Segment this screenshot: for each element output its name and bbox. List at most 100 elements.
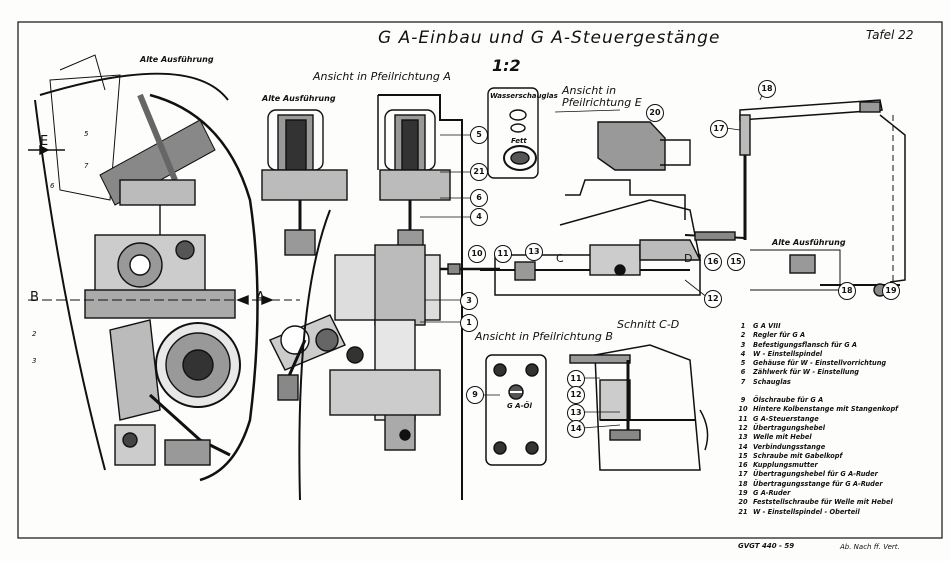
legend-number: 21 [738, 507, 748, 516]
legend-row: 15 Schraube mit Gabelkopf [733, 452, 943, 461]
legend-number: 11 [738, 414, 748, 423]
legend-text: Kupplungsmutter [753, 461, 818, 470]
label-old-version-right: Alte Ausführung [772, 238, 846, 247]
legend-text: Regler für G A [753, 331, 806, 340]
legend-number: 2 [740, 331, 746, 340]
old-version-ga-detail [261, 109, 348, 256]
label-view-a: Ansicht in Pfeilrichtung A [313, 70, 451, 83]
legend-number: 10 [738, 405, 748, 414]
plate-number: Tafel 22 [866, 28, 914, 42]
legend-text: Übertragungshebel [753, 423, 826, 432]
legend-number: 13 [738, 433, 748, 442]
legend-number: 17 [738, 470, 748, 479]
legend-row: 11 G A-Steuerstange [733, 415, 943, 424]
callout-17: 17 [710, 120, 728, 138]
label-sight-glass: Wasserschauglas [490, 92, 558, 100]
legend-row: 9 Ölschraube für G A [733, 396, 943, 405]
legend-number: 1 [740, 322, 746, 330]
rudder-rod-assembly [684, 99, 906, 297]
label-view-e-line1: Ansicht in [562, 84, 617, 97]
side-callout-5: 5 [84, 130, 89, 138]
callout-12-section: 12 [567, 386, 585, 404]
callout-3: 3 [460, 292, 478, 310]
callout-1: 1 [460, 314, 478, 332]
legend-number: 20 [738, 498, 748, 507]
legend-number: 12 [738, 423, 748, 432]
callout-21: 21 [470, 163, 488, 181]
label-section-c-d: Schnitt C-D [617, 318, 680, 331]
legend-number: 15 [738, 451, 748, 460]
legend-text: Schraube mit Gabelkopf [753, 451, 843, 460]
callout-18: 18 [758, 80, 776, 98]
legend-row: 20 Feststellschraube für Welle mit Hebel [733, 498, 943, 507]
callout-16: 16 [704, 253, 722, 271]
view-b-flange [485, 354, 547, 466]
label-view-b: Ansicht in Pfeilrichtung B [475, 330, 613, 343]
section-c-d [569, 344, 709, 471]
callout-6: 6 [470, 189, 488, 207]
callout-18-lower: 18 [838, 282, 856, 300]
view-e-sight-glass [487, 87, 539, 179]
leader-lines [420, 85, 767, 429]
legend-text: W - Einstellspindel [753, 349, 823, 358]
legend-number: 19 [738, 489, 748, 498]
side-callout-6: 6 [50, 182, 55, 190]
legend-text: Gehäuse für W - Einstellvorrichtung [753, 359, 887, 368]
callout-19: 19 [882, 282, 900, 300]
legend-text: Schauglas [753, 377, 791, 386]
label-view-e-line2: Pfeilrichtung E [562, 96, 642, 109]
linkage-assembly [440, 179, 702, 296]
marker-b: B [30, 290, 39, 305]
footer-stamp: Ab. Nach ff. Vert. [840, 543, 900, 551]
legend-gap [733, 387, 943, 396]
legend-number: 9 [740, 396, 746, 405]
callout-13: 13 [525, 243, 543, 261]
label-grease: Fett [511, 137, 527, 145]
legend-number: 6 [740, 368, 746, 377]
label-old-version-left: Alte Ausführung [140, 55, 214, 64]
legend-text: Verbindungsstange [753, 442, 826, 451]
footer-code: GVGT 440 - 59 [738, 542, 795, 550]
marker-e: E [40, 134, 49, 149]
legend-row: 1 G A VIII [733, 322, 943, 331]
label-ga-oil: G A-Öl [507, 402, 532, 410]
callout-14: 14 [567, 420, 585, 438]
legend-number: 5 [740, 359, 746, 368]
callout-9: 9 [466, 386, 484, 404]
side-callout-2: 2 [32, 330, 37, 338]
legend-text: Zählwerk für W - Einstellung [753, 368, 860, 377]
drawing-title: G A-Einbau und G A-Steuergestänge [378, 28, 721, 48]
legend-number: 14 [738, 442, 748, 451]
marker-a: A [256, 290, 265, 305]
marker-c: C [556, 252, 564, 265]
callout-20: 20 [646, 104, 664, 122]
legend-number: 7 [740, 377, 746, 386]
legend-row: 5 Gehäuse für W - Einstellvorrichtung [733, 359, 943, 368]
callout-13-section: 13 [567, 404, 585, 422]
side-callout-7: 7 [84, 162, 89, 170]
legend-row: 21 W - Einstellspindel - Oberteil [733, 508, 943, 517]
hull-section-left [28, 54, 260, 482]
legend-text: W - Einstellspindel - Oberteil [753, 507, 860, 516]
legend-text: Ölschraube für G A [753, 396, 824, 405]
legend-row: 12 Übertragungshebel [733, 424, 943, 433]
legend-text: G A VIII [753, 322, 781, 330]
legend-text: Feststellschraube für Welle mit Hebel [753, 498, 893, 507]
marker-d: D [684, 252, 693, 265]
callout-11: 11 [494, 245, 512, 263]
callout-4: 4 [470, 208, 488, 226]
legend-text: Übertragungshebel für G A-Ruder [753, 470, 878, 479]
label-old-version-mid: Alte Ausführung [262, 94, 336, 103]
legend-number: 3 [740, 340, 746, 349]
callout-12: 12 [704, 290, 722, 308]
legend-number: 4 [740, 349, 746, 358]
legend-text: G A-Steuerstange [753, 414, 819, 423]
sheet-border [17, 21, 943, 539]
